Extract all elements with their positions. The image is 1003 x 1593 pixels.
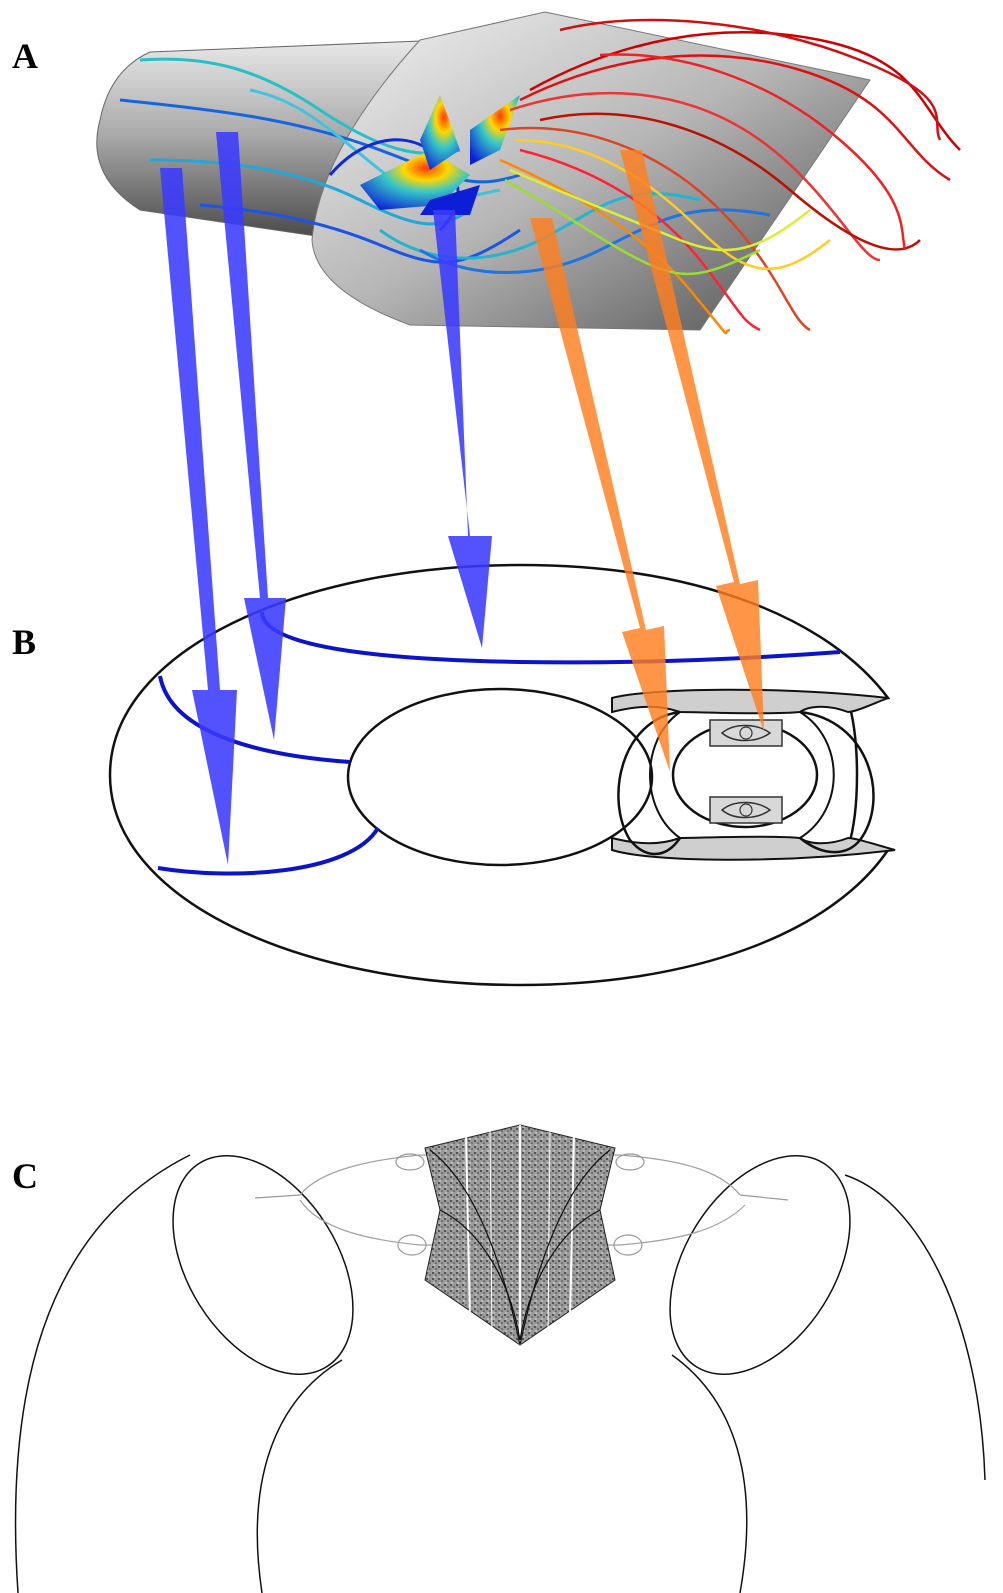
inner-arc-left bbox=[257, 1360, 342, 1593]
chaotic-cell-bottom bbox=[710, 797, 782, 823]
panel-label-b: B bbox=[12, 624, 36, 660]
inner-ellipse bbox=[348, 689, 652, 865]
gray-tail-left bbox=[255, 1195, 300, 1198]
right-tilted-ellipse bbox=[633, 1123, 887, 1406]
panel-label-c: C bbox=[12, 1158, 38, 1194]
gray-tail-right bbox=[740, 1195, 788, 1200]
panel-label-a: A bbox=[12, 38, 38, 74]
blue-arrow-1 bbox=[160, 168, 237, 865]
panel-c-bifurcation-diagram bbox=[16, 1123, 985, 1593]
left-tilted-ellipse bbox=[136, 1123, 390, 1406]
outer-arc bbox=[16, 1155, 190, 1593]
separatrix-left bbox=[160, 676, 350, 762]
outer-arc-right bbox=[845, 1175, 985, 1480]
separatrix-bottom bbox=[158, 828, 378, 874]
chaotic-cell-top bbox=[710, 720, 782, 746]
inner-arc-right bbox=[672, 1355, 747, 1593]
